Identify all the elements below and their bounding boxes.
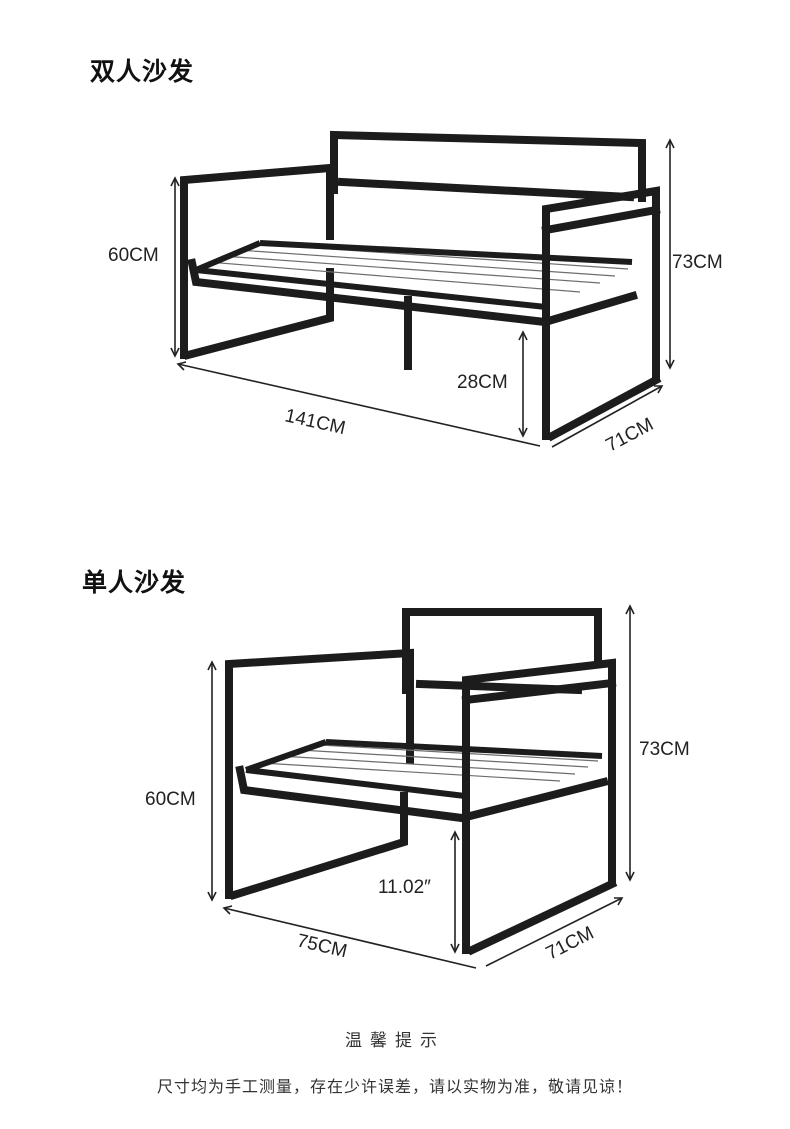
loveseat-arm-height-label: 60CM xyxy=(108,245,159,266)
loveseat-dimension-lines xyxy=(170,138,675,448)
loveseat-frame-illustration xyxy=(180,130,662,442)
armchair-depth-label: 71CM xyxy=(543,923,598,965)
loveseat-dimension-labels: 60CM 73CM 28CM 141CM 71CM xyxy=(108,245,723,456)
loveseat-seat-clearance-label: 28CM xyxy=(457,372,508,393)
armchair-dimension-lines xyxy=(207,604,635,969)
note-title: 温馨提示 xyxy=(345,1031,445,1051)
note-text: 尺寸均为手工测量，存在少许误差，请以实物为准，敬请见谅！ xyxy=(156,1077,633,1096)
armchair-seat-slats xyxy=(245,739,603,799)
loveseat-width-label: 141CM xyxy=(283,405,347,439)
loveseat-total-height-label: 73CM xyxy=(672,252,723,273)
armchair-arm-height-label: 60CM xyxy=(145,789,196,810)
loveseat-seat-slats xyxy=(194,240,633,310)
armchair-seat-clearance-label: 11.02″ xyxy=(378,877,431,898)
loveseat-title: 双人沙发 xyxy=(90,57,195,86)
armchair-frame-illustration xyxy=(225,608,618,956)
armchair-dimension-labels: 60CM 73CM 11.02″ 75CM 71CM xyxy=(145,739,690,964)
armchair-title: 单人沙发 xyxy=(82,568,187,597)
armchair-total-height-label: 73CM xyxy=(639,739,690,760)
loveseat-depth-label: 71CM xyxy=(602,414,657,456)
